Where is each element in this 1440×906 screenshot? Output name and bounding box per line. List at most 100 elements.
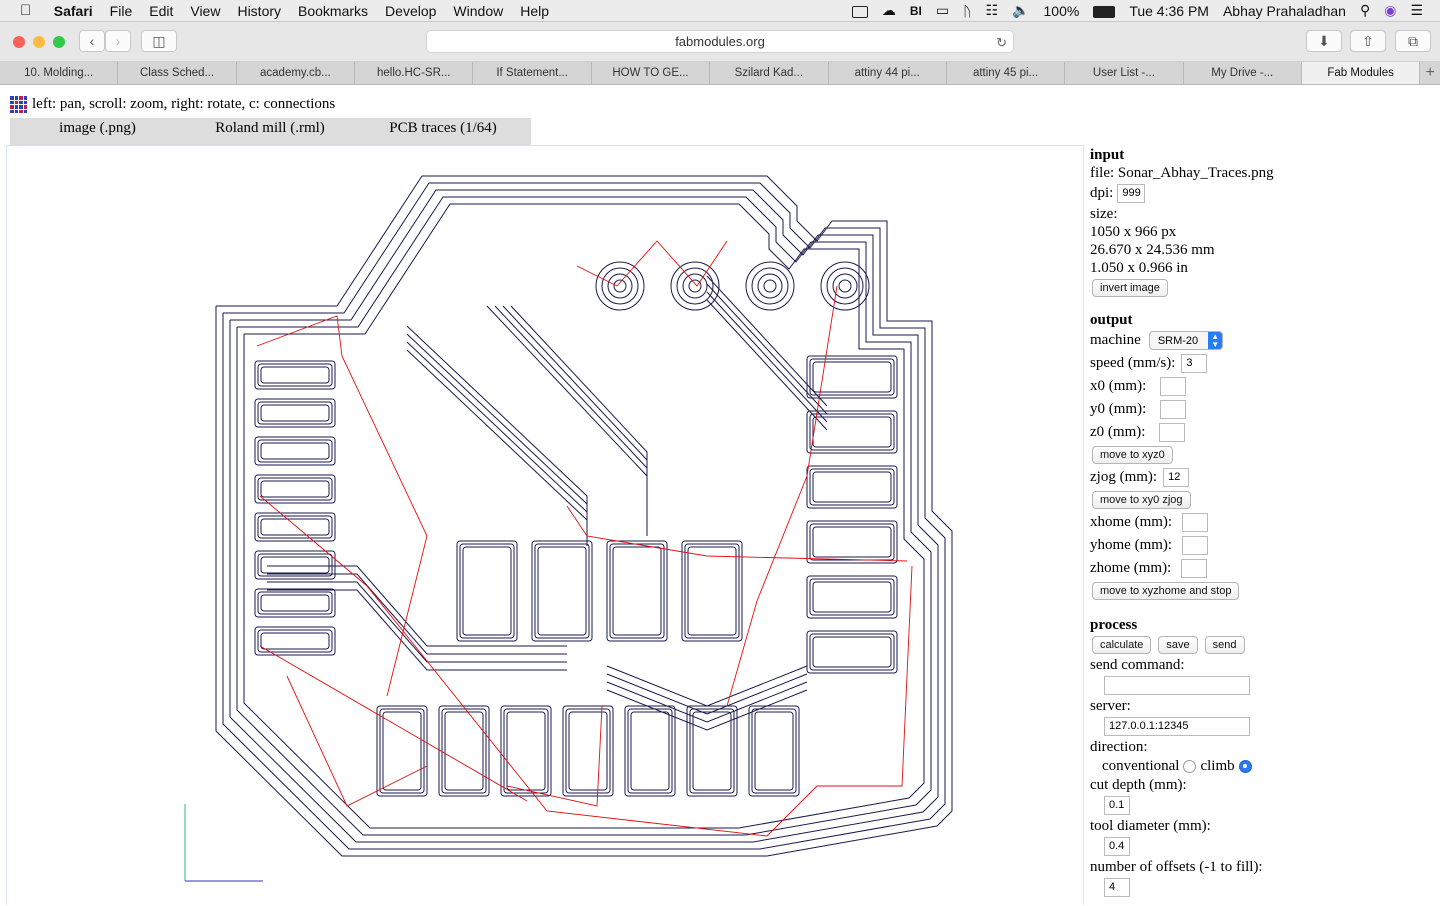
reload-icon[interactable]: ↻: [996, 35, 1007, 50]
z0-input[interactable]: [1159, 423, 1186, 442]
trace-offset: [267, 589, 567, 671]
downloads-button[interactable]: ⬇: [1306, 30, 1342, 52]
speed-input[interactable]: 3: [1181, 354, 1208, 373]
z0-label: z0 (mm):: [1090, 424, 1146, 440]
forward-button[interactable]: ›: [105, 30, 131, 52]
pad-offset: [812, 361, 892, 393]
menu-window[interactable]: Window: [442, 2, 503, 19]
cloud-icon[interactable]: ☁: [881, 2, 896, 18]
menu-develop[interactable]: Develop: [373, 2, 436, 19]
tool-diameter-label: tool diameter (mm):: [1090, 818, 1211, 834]
menu-history[interactable]: History: [226, 2, 281, 19]
dpi-input[interactable]: 999: [1117, 184, 1146, 203]
trace-offset: [606, 665, 808, 707]
offsets-input[interactable]: 4: [1104, 878, 1130, 897]
toolpath-canvas[interactable]: [6, 145, 1084, 905]
save-button[interactable]: save: [1158, 636, 1198, 654]
menu-file[interactable]: File: [98, 2, 133, 19]
browser-tab[interactable]: hello.HC-SR...: [355, 62, 474, 84]
x0-input[interactable]: [1160, 377, 1187, 396]
browser-tab[interactable]: If Statement...: [473, 62, 592, 84]
address-bar[interactable]: fabmodules.org ↻: [426, 30, 1014, 53]
connection-line: [576, 240, 728, 287]
y0-input[interactable]: [1160, 400, 1187, 419]
pad-offset: [684, 543, 740, 639]
mode-input-format[interactable]: image (.png): [59, 120, 136, 136]
pad-offset: [624, 705, 676, 797]
browser-tab[interactable]: Class Sched...: [118, 62, 237, 84]
move-to-xyz0-button[interactable]: move to xyz0: [1092, 446, 1173, 464]
airplay-icon[interactable]: ▭: [935, 2, 950, 18]
yhome-input[interactable]: [1182, 536, 1209, 555]
connector-pin-offset: [832, 273, 858, 299]
send-button[interactable]: send: [1204, 636, 1245, 654]
window-close-button[interactable]: [13, 36, 25, 48]
connection-line: [259, 645, 528, 802]
browser-tab[interactable]: HOW TO GE...: [592, 62, 711, 84]
window-zoom-button[interactable]: [53, 36, 65, 48]
cut-depth-input[interactable]: 0.1: [1104, 796, 1130, 815]
clock[interactable]: Tue 4:36 PM: [1129, 2, 1209, 19]
pcb-toolpath-drawing[interactable]: [7, 146, 1083, 901]
browser-tab[interactable]: User List -...: [1065, 62, 1184, 84]
status-app-icon[interactable]: [845, 3, 875, 19]
spotlight-search-icon[interactable]: ⚲: [1359, 2, 1371, 18]
menu-help[interactable]: Help: [508, 2, 549, 19]
machine-select[interactable]: SRM-20▲▼: [1148, 331, 1224, 350]
browser-tab[interactable]: attiny 44 pi...: [829, 62, 947, 84]
pad-offset: [568, 711, 608, 791]
menu-bookmarks[interactable]: Bookmarks: [286, 2, 368, 19]
notification-center-icon[interactable]: ☰: [1410, 2, 1423, 18]
zhome-input[interactable]: [1181, 559, 1208, 578]
pad-offset: [748, 705, 800, 797]
xhome-input[interactable]: [1182, 513, 1209, 532]
settings-panel: input file: Sonar_Abhay_Traces.png dpi: …: [1090, 146, 1435, 899]
wifi-icon[interactable]: ☷: [985, 2, 999, 18]
browser-tab[interactable]: 10. Molding...: [0, 62, 119, 84]
mode-output-format[interactable]: Roland mill (.rml): [215, 120, 325, 136]
browser-tab[interactable]: Szilard Kad...: [710, 62, 829, 84]
window-minimize-button[interactable]: [33, 36, 45, 48]
sidebar-button[interactable]: ◫: [141, 30, 177, 52]
connector-pin-offset: [613, 279, 627, 293]
trace-offset: [406, 349, 588, 546]
share-button[interactable]: ⇧: [1350, 30, 1386, 52]
pad-offset: [260, 556, 330, 574]
climb-radio[interactable]: [1238, 759, 1252, 773]
pad-offset: [456, 540, 518, 642]
server-input[interactable]: 127.0.0.1:12345: [1104, 717, 1250, 736]
back-button[interactable]: ‹: [79, 30, 105, 52]
siri-icon[interactable]: ◉: [1384, 2, 1397, 18]
send-command-input[interactable]: [1104, 676, 1250, 695]
move-to-xyzhome-button[interactable]: move to xyzhome and stop: [1092, 582, 1240, 600]
mode-process[interactable]: PCB traces (1/64): [389, 120, 497, 136]
new-tab-plus-icon[interactable]: +: [1425, 64, 1435, 81]
connection-line: [726, 285, 838, 707]
browser-tab[interactable]: academy.cb...: [237, 62, 356, 84]
server-label: server:: [1090, 698, 1131, 714]
machine-label: machine: [1090, 332, 1141, 348]
pad-offset: [254, 474, 336, 504]
browser-tab[interactable]: attiny 45 pi...: [947, 62, 1066, 84]
menu-edit[interactable]: Edit: [137, 2, 173, 19]
volume-icon[interactable]: 🔈: [1012, 2, 1030, 18]
calculate-button[interactable]: calculate: [1092, 636, 1152, 654]
bi-status-icon[interactable]: BI: [909, 3, 922, 18]
menu-app-name[interactable]: Safari: [42, 2, 93, 19]
pad-offset: [809, 633, 895, 671]
tool-diameter-input[interactable]: 0.4: [1104, 837, 1130, 856]
pad-offset: [809, 578, 895, 616]
move-to-xy0-zjog-button[interactable]: move to xy0 zjog: [1092, 491, 1191, 509]
conventional-radio[interactable]: [1183, 759, 1197, 773]
browser-tab[interactable]: My Drive -...: [1184, 62, 1302, 84]
invert-image-button[interactable]: invert image: [1092, 279, 1168, 297]
battery-icon[interactable]: [1086, 3, 1122, 19]
tabs-overview-button[interactable]: ⧉: [1395, 30, 1431, 52]
bluetooth-icon[interactable]: ᚢ: [963, 2, 972, 19]
apple-menu-icon[interactable]: : [0, 2, 45, 19]
pad-offset: [689, 708, 735, 794]
zjog-input[interactable]: 12: [1163, 468, 1190, 487]
user-name[interactable]: Abhay Prahaladhan: [1222, 2, 1346, 19]
menu-view[interactable]: View: [179, 2, 220, 19]
browser-tab[interactable]: Fab Modules: [1301, 62, 1421, 84]
